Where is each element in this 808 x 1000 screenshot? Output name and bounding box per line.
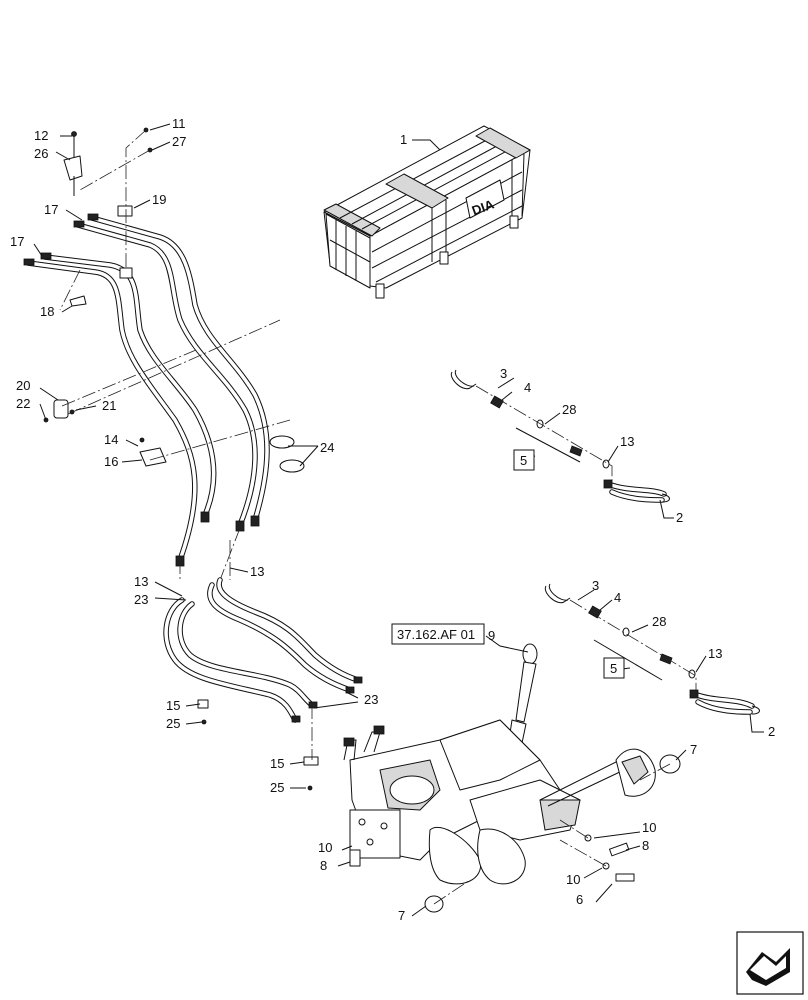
callout-7: 7 <box>398 908 405 923</box>
callout-25: 25 <box>270 780 284 795</box>
callout-4: 4 <box>614 590 621 605</box>
crate-logo: DIA <box>470 196 497 218</box>
callout-5-box: 5 <box>513 449 535 471</box>
callout-1: 1 <box>400 132 407 147</box>
callout-13: 13 <box>134 574 148 589</box>
callout-13: 13 <box>708 646 722 661</box>
callout-14: 14 <box>104 432 118 447</box>
callout-2: 2 <box>768 724 775 739</box>
callout-4: 4 <box>524 380 531 395</box>
callout-3: 3 <box>500 366 507 381</box>
callout-17: 17 <box>10 234 24 249</box>
callout-28: 28 <box>652 614 666 629</box>
callout-8: 8 <box>320 858 327 873</box>
callout-10: 10 <box>566 872 580 887</box>
front-hitch-assembly <box>343 643 681 913</box>
callout-21: 21 <box>102 398 116 413</box>
callout-25: 25 <box>166 716 180 731</box>
callout-26: 26 <box>34 146 48 161</box>
reference-link[interactable]: 37.162.AF 01 <box>391 623 485 645</box>
callout-27: 27 <box>172 134 186 149</box>
callout-15: 15 <box>166 698 180 713</box>
callout-17: 17 <box>44 202 58 217</box>
callout-6: 6 <box>576 892 583 907</box>
callout-12: 12 <box>34 128 48 143</box>
callout-8: 8 <box>642 838 649 853</box>
callout-18: 18 <box>40 304 54 319</box>
shipping-crate: DIA <box>323 125 531 299</box>
callout-23: 23 <box>364 692 378 707</box>
callout-22: 22 <box>16 396 30 411</box>
callout-16: 16 <box>104 454 118 469</box>
callout-10: 10 <box>318 840 332 855</box>
callout-23: 23 <box>134 592 148 607</box>
callout-labels: 1 2 2 3 3 4 4 5 5 6 7 7 8 8 9 10 10 10 1… <box>10 116 775 923</box>
next-page-arrow-icon[interactable] <box>736 931 804 995</box>
hydraulic-line-kit-upper <box>450 369 670 503</box>
hose-assembly-upper <box>23 127 305 567</box>
reference-label[interactable]: 37.162.AF 01 <box>397 627 475 642</box>
callout-5: 5 <box>610 661 617 676</box>
callout-13: 13 <box>620 434 634 449</box>
callout-28: 28 <box>562 402 576 417</box>
callout-11: 11 <box>172 116 186 131</box>
callout-15: 15 <box>270 756 284 771</box>
callout-13: 13 <box>250 564 264 579</box>
callout-3: 3 <box>592 578 599 593</box>
alignment-lines-upper <box>59 129 291 581</box>
hose-assembly-lower <box>163 540 363 791</box>
callout-9: 9 <box>488 628 495 643</box>
callout-20: 20 <box>16 378 30 393</box>
hydraulic-line-kit-lower <box>544 583 760 715</box>
callout-19: 19 <box>152 192 166 207</box>
callout-10: 10 <box>642 820 656 835</box>
callout-24: 24 <box>320 440 334 455</box>
callout-5-box: 5 <box>603 657 625 679</box>
callout-7: 7 <box>690 742 697 757</box>
callout-2: 2 <box>676 510 683 525</box>
callout-5: 5 <box>520 453 527 468</box>
